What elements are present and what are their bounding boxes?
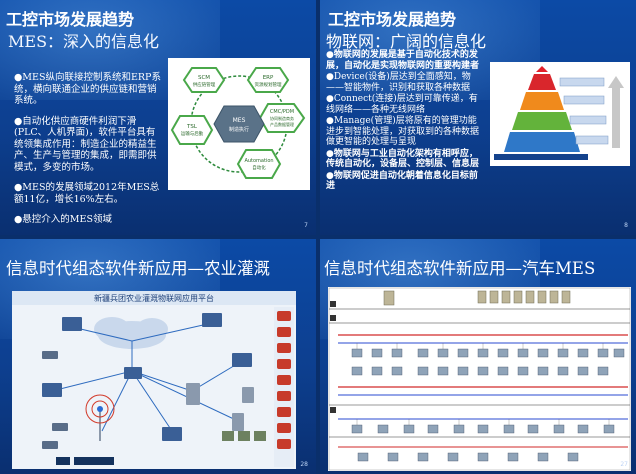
bullet: ●Manage(管理)层将原有的管理功能进步到智能处理，对获取到的各种数据做更智…: [326, 116, 480, 147]
page-number: 7: [304, 222, 308, 229]
bullet: ●物联网促进自动化朝着信息化目标前进: [326, 170, 478, 192]
svg-text:新疆兵团农业灌溉物联网应用平台: 新疆兵团农业灌溉物联网应用平台: [94, 293, 214, 303]
node-cmc-pdm: CMC/PDM 协同制造商务 产品数据管理: [258, 103, 306, 133]
arrow-up-icon: [608, 76, 624, 148]
antenna-icon: [85, 394, 115, 441]
node-scm: SCM 供应链管理: [182, 67, 226, 93]
slide-title: 工控市场发展趋势: [6, 10, 135, 29]
workstation-icon: [351, 348, 625, 462]
pyramid-level-top: [528, 74, 556, 90]
automotive-mes-network-diagram: [328, 287, 631, 471]
slide-auto-mes[interactable]: 信息时代组态软件新应用—汽车MES: [320, 239, 636, 474]
pyramid-level-4: [504, 132, 580, 152]
bullet: ●MES的发展领域2012年MES总额11亿，增长16%左右。: [14, 182, 160, 205]
svg-text:资源规划管理: 资源规划管理: [255, 81, 282, 88]
server-icon: [186, 383, 254, 431]
pyramid-level-3: [512, 112, 572, 130]
bullet-list: ●物联网的发展是基于自动化技术的发展，自动化是实现物联网的重要构建者 ●Devi…: [326, 50, 484, 193]
bullet: ●自动化供应商硬件利润下滑(PLC、人机界面)，软件平台具有统领集成作用：制造企…: [14, 115, 157, 173]
monitor-icon: [42, 313, 252, 441]
bullet: ●Device(设备)层达到全面感知，物——智能物件，识别和获取各种数据: [326, 72, 471, 93]
bullet: ●Connect(连接)层达到可靠传递，有线网络——各种无线网络: [326, 94, 478, 115]
svg-text:MES: MES: [233, 117, 246, 124]
svg-text:运输与后勤: 运输与后勤: [181, 130, 204, 137]
svg-text:SCM: SCM: [198, 75, 210, 81]
bullet-list: ●MES纵向联接控制系统和ERP系统，横向联通企业的供应链和营销系统。 ●自动化…: [14, 72, 164, 235]
bullet: ●MES纵向联接控制系统和ERP系统，横向联通企业的供应链和营销系统。: [14, 72, 161, 106]
slide-title: 工控市场发展趋势: [328, 10, 457, 29]
svg-text:Automation: Automation: [244, 158, 273, 164]
pump-icon: [222, 431, 266, 441]
svg-text:ERP: ERP: [263, 75, 274, 81]
slide-subtitle: MES：深入的信息化: [8, 32, 160, 51]
node-erp: ERP 资源规划管理: [246, 67, 290, 93]
side-icons: [277, 311, 291, 449]
slide-title: 信息时代组态软件新应用—农业灌溉: [6, 259, 270, 278]
router-icon: [42, 351, 68, 449]
mes-diagram: SCM 供应链管理 ERP 资源规划管理 CMC/PDM 协同制造商务 产品数据…: [168, 58, 310, 190]
slide-iot[interactable]: 工控市场发展趋势 物联网：广阔的信息化 ●物联网的发展是基于自动化技术的发展，自…: [320, 0, 636, 235]
node-mes-center: MES 制造执行: [213, 105, 265, 143]
slide-mes[interactable]: 工控市场发展趋势 MES：深入的信息化 ●MES纵向联接控制系统和ERP系统，横…: [0, 0, 316, 235]
svg-text:制造执行: 制造执行: [229, 126, 249, 133]
node-tsl: TSL 运输与后勤: [170, 115, 214, 145]
bullet: ●悬控介入的MES领域: [14, 214, 112, 225]
svg-text:供应链管理: 供应链管理: [193, 81, 216, 88]
bullet: ●物联网的发展是基于自动化技术的发展，自动化是实现物联网的重要构建者: [326, 50, 480, 71]
page-number: 27: [620, 461, 628, 468]
svg-text:产品数据管理: 产品数据管理: [270, 121, 294, 127]
irrigation-network-diagram: 新疆兵团农业灌溉物联网应用平台: [12, 291, 296, 469]
cloud-icon: [94, 317, 168, 349]
svg-text:协同制造商务: 协同制造商务: [270, 115, 294, 121]
svg-text:TSL: TSL: [186, 124, 198, 130]
svg-text:自动化: 自动化: [252, 164, 266, 171]
bullet: ●物联网与工业自动化架构有相呼应，传统自动化，设备层、控制层、信息层: [326, 148, 480, 170]
node-automation: Automation 自动化: [236, 149, 282, 179]
slide-agriculture[interactable]: 信息时代组态软件新应用—农业灌溉 新疆兵团农业灌溉物联网应用平台: [0, 239, 316, 474]
svg-text:CMC/PDM: CMC/PDM: [270, 109, 294, 115]
iot-pyramid-diagram: [490, 62, 630, 166]
slide-subtitle: 物联网：广阔的信息化: [326, 32, 487, 51]
page-number: 28: [300, 461, 308, 468]
server-icon: [383, 290, 571, 306]
pyramid-level-2: [520, 92, 564, 110]
slide-title: 信息时代组态软件新应用—汽车MES: [324, 259, 596, 278]
page-number: 8: [624, 222, 628, 229]
